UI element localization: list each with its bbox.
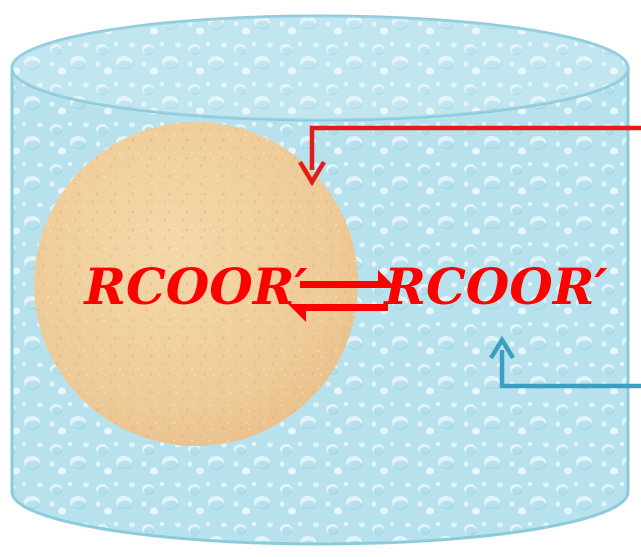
label-inside-sphere: RCOOR′ xyxy=(82,257,307,316)
label-in-water: RCOOR′ xyxy=(382,257,607,316)
